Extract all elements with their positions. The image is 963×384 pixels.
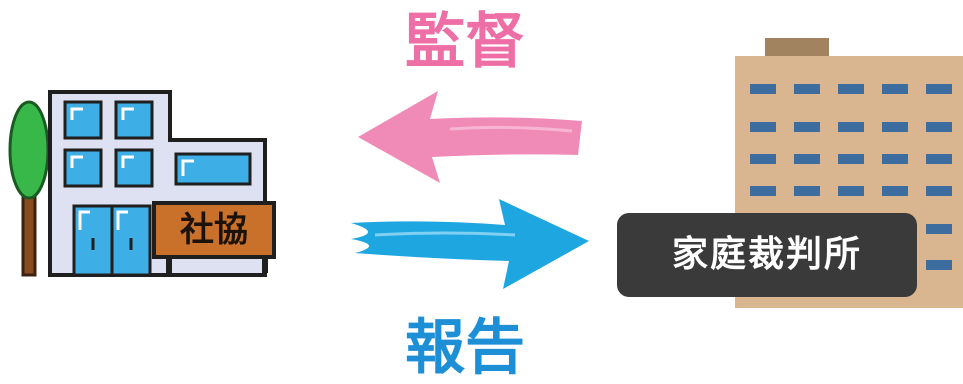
building-icon (48, 90, 267, 277)
tree-icon (8, 100, 50, 277)
sign-board-icon (152, 201, 276, 273)
social-welfare-sign-label: 社協 (180, 210, 248, 250)
supervision-label: 監督 (405, 7, 525, 77)
supervision-arrow-icon (358, 91, 582, 183)
family-court-sign: 家庭裁判所 (617, 213, 917, 297)
social-welfare-council-building (8, 90, 276, 277)
report-label: 報告 (405, 313, 525, 383)
report-arrow-icon (351, 199, 589, 289)
